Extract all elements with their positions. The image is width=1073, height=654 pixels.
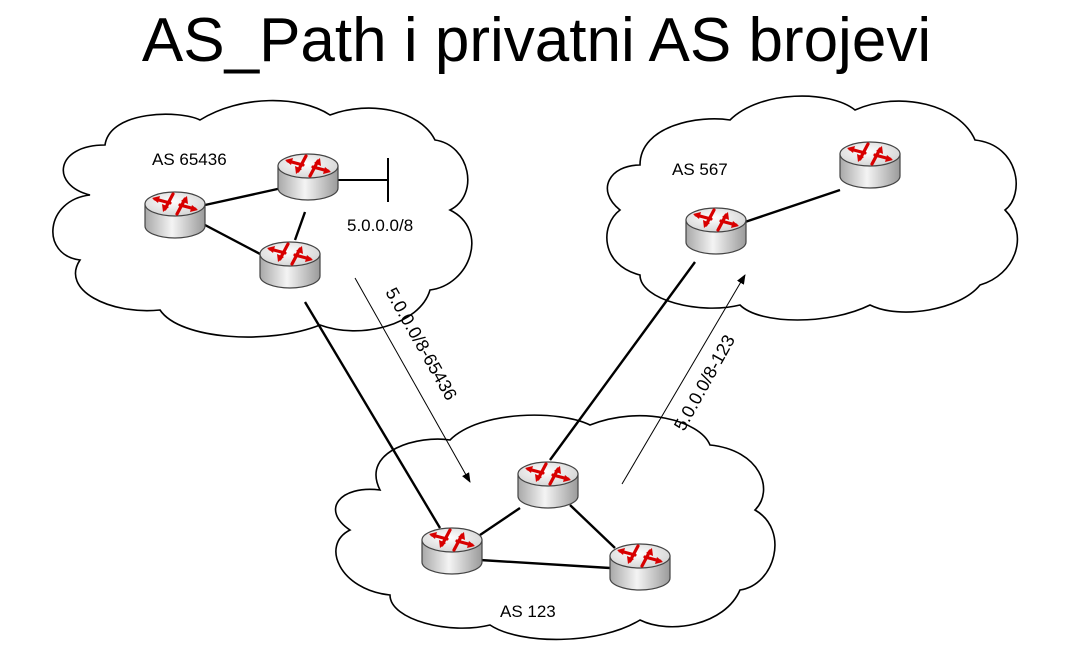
cloud-as-65436 — [52, 99, 473, 338]
link-r3-bottom — [303, 301, 442, 529]
link-r5-r7 — [569, 504, 616, 549]
links — [204, 186, 841, 570]
link-r1-r2 — [204, 186, 283, 207]
as-label-567: AS 567 — [672, 160, 728, 179]
link-r1-r3 — [204, 223, 263, 257]
router-icon — [143, 190, 207, 240]
router-icon — [420, 526, 484, 576]
advert-arrow-right — [621, 274, 746, 485]
link-r8-r9 — [744, 188, 841, 224]
slide-title: AS_Path i privatni AS brojevi — [141, 6, 932, 75]
as-label-65436: AS 65436 — [152, 150, 227, 169]
router-icon — [516, 460, 580, 510]
as-label-123: AS 123 — [500, 602, 556, 621]
link-r2-r3 — [293, 211, 307, 241]
link-bottom-r7 — [479, 558, 611, 570]
router-icon — [608, 542, 672, 592]
router-icon — [838, 140, 902, 190]
router-icon — [684, 206, 748, 256]
link-r5-r8 — [549, 261, 696, 461]
router-icon — [258, 240, 322, 290]
cloud-as-567 — [606, 95, 1019, 321]
link-bottom-r5 — [479, 507, 521, 536]
network-prefix-label: 5.0.0.0/8 — [347, 216, 413, 235]
advert-arrow-left — [354, 277, 471, 483]
network-stub — [335, 158, 389, 202]
advert-label-right: 5.0.0.0/8-123 — [670, 331, 739, 433]
router-icon — [276, 152, 340, 202]
